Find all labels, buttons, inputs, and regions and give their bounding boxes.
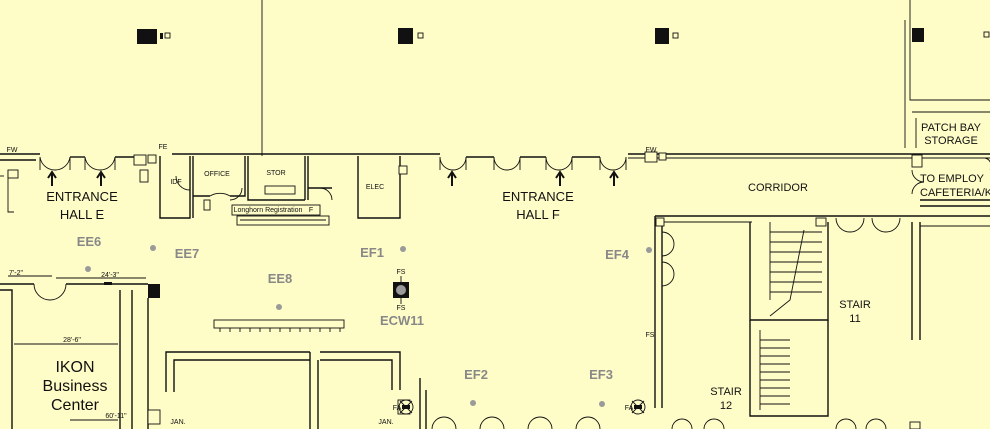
- fs-tag: FS: [646, 332, 655, 339]
- entrance-f-label-line1: ENTRANCE: [502, 189, 574, 204]
- idf-label: IDF: [170, 179, 181, 186]
- ecw11-label: ECW11: [380, 313, 424, 328]
- patch-bay-wall: [909, 0, 990, 101]
- ee8-dot: [276, 304, 282, 310]
- to-employee-label-line1: TO EMPLOY: [920, 173, 985, 185]
- registration-label: Longhorn Registration: [234, 207, 303, 214]
- upper-column: [655, 28, 679, 44]
- entrance-e-doors: [39, 154, 157, 171]
- ef1-label: EF1: [360, 245, 384, 260]
- fs-tag: FS: [397, 305, 406, 312]
- ee8-label: EE8: [268, 271, 293, 286]
- ee6-dot: [85, 266, 91, 272]
- service-rooms-block: [139, 156, 408, 226]
- ef2-label: EF2: [464, 367, 488, 382]
- fw-box: [7, 169, 19, 179]
- ikon-walls: [0, 275, 160, 429]
- cafeteria-doors: [911, 154, 990, 207]
- corridor-label: CORRIDOR: [748, 182, 808, 194]
- stair-core: [654, 215, 990, 417]
- entrance-e-label-line1: ENTRANCE: [46, 189, 118, 204]
- fs-tag: FS: [397, 269, 406, 276]
- office-label: OFFICE: [204, 171, 230, 178]
- fw-tag: FW: [7, 147, 18, 154]
- ef4-label: EF4: [605, 247, 630, 262]
- patch-bay-label-line2: STORAGE: [924, 135, 978, 147]
- fire-equipment-left: [398, 399, 414, 415]
- ikon-label-line3: Center: [51, 397, 100, 414]
- entrance-e-label-line2: HALL E: [60, 207, 105, 222]
- ecw11-column: [393, 276, 409, 304]
- dimension-label: 28'-6": [63, 337, 81, 344]
- ikon-label-line1: IKON: [55, 359, 94, 376]
- upper-column: [398, 28, 424, 44]
- entrance-f-doors: [439, 151, 667, 171]
- ee7-label: EE7: [175, 246, 200, 261]
- fa-tag: FA: [393, 405, 402, 412]
- jan-left-label: JAN.: [170, 419, 185, 426]
- entrance-f-label-line2: HALL F: [516, 207, 560, 222]
- upper-column: [137, 29, 171, 44]
- stair12-label-line1: STAIR: [710, 386, 742, 398]
- stor-label: STOR: [266, 170, 285, 177]
- ef2-dot: [470, 400, 476, 406]
- ef3-label: EF3: [589, 367, 613, 382]
- patch-bay-label-line1: PATCH BAY: [921, 122, 982, 134]
- dimension-label: 7'-2": [9, 270, 23, 277]
- stair11-label-line1: STAIR: [839, 299, 871, 311]
- ee7-dot: [150, 245, 156, 251]
- elec-label: ELEC: [366, 184, 384, 191]
- stair12-label-line2: 12: [720, 400, 732, 412]
- left-corner-wall: [7, 170, 14, 213]
- lower-walls: [147, 319, 427, 429]
- fire-equipment-right: [630, 399, 646, 415]
- jan-right-label: JAN.: [378, 419, 393, 426]
- bottom-door-row: [431, 416, 921, 429]
- upper-column: [912, 28, 990, 42]
- registration-suffix: F: [309, 207, 313, 214]
- ef4-dot: [646, 247, 652, 253]
- ef3-dot: [599, 401, 605, 407]
- ee6-label: EE6: [77, 234, 102, 249]
- to-employee-label-line2: CAFETERIA/K: [920, 187, 990, 199]
- dimension-label: 24'-3": [101, 272, 119, 279]
- fw-tag: FW: [646, 147, 657, 154]
- ef4-doors: [655, 217, 675, 287]
- ikon-label-line2: Business: [43, 378, 108, 395]
- dimension-label: 60'-11": [105, 413, 127, 420]
- ef1-dot: [400, 246, 406, 252]
- fe-tag: FE: [159, 144, 168, 151]
- fa-tag: FA: [625, 405, 634, 412]
- entrance-arrows: [47, 170, 619, 186]
- stair11-label-line2: 11: [849, 313, 860, 325]
